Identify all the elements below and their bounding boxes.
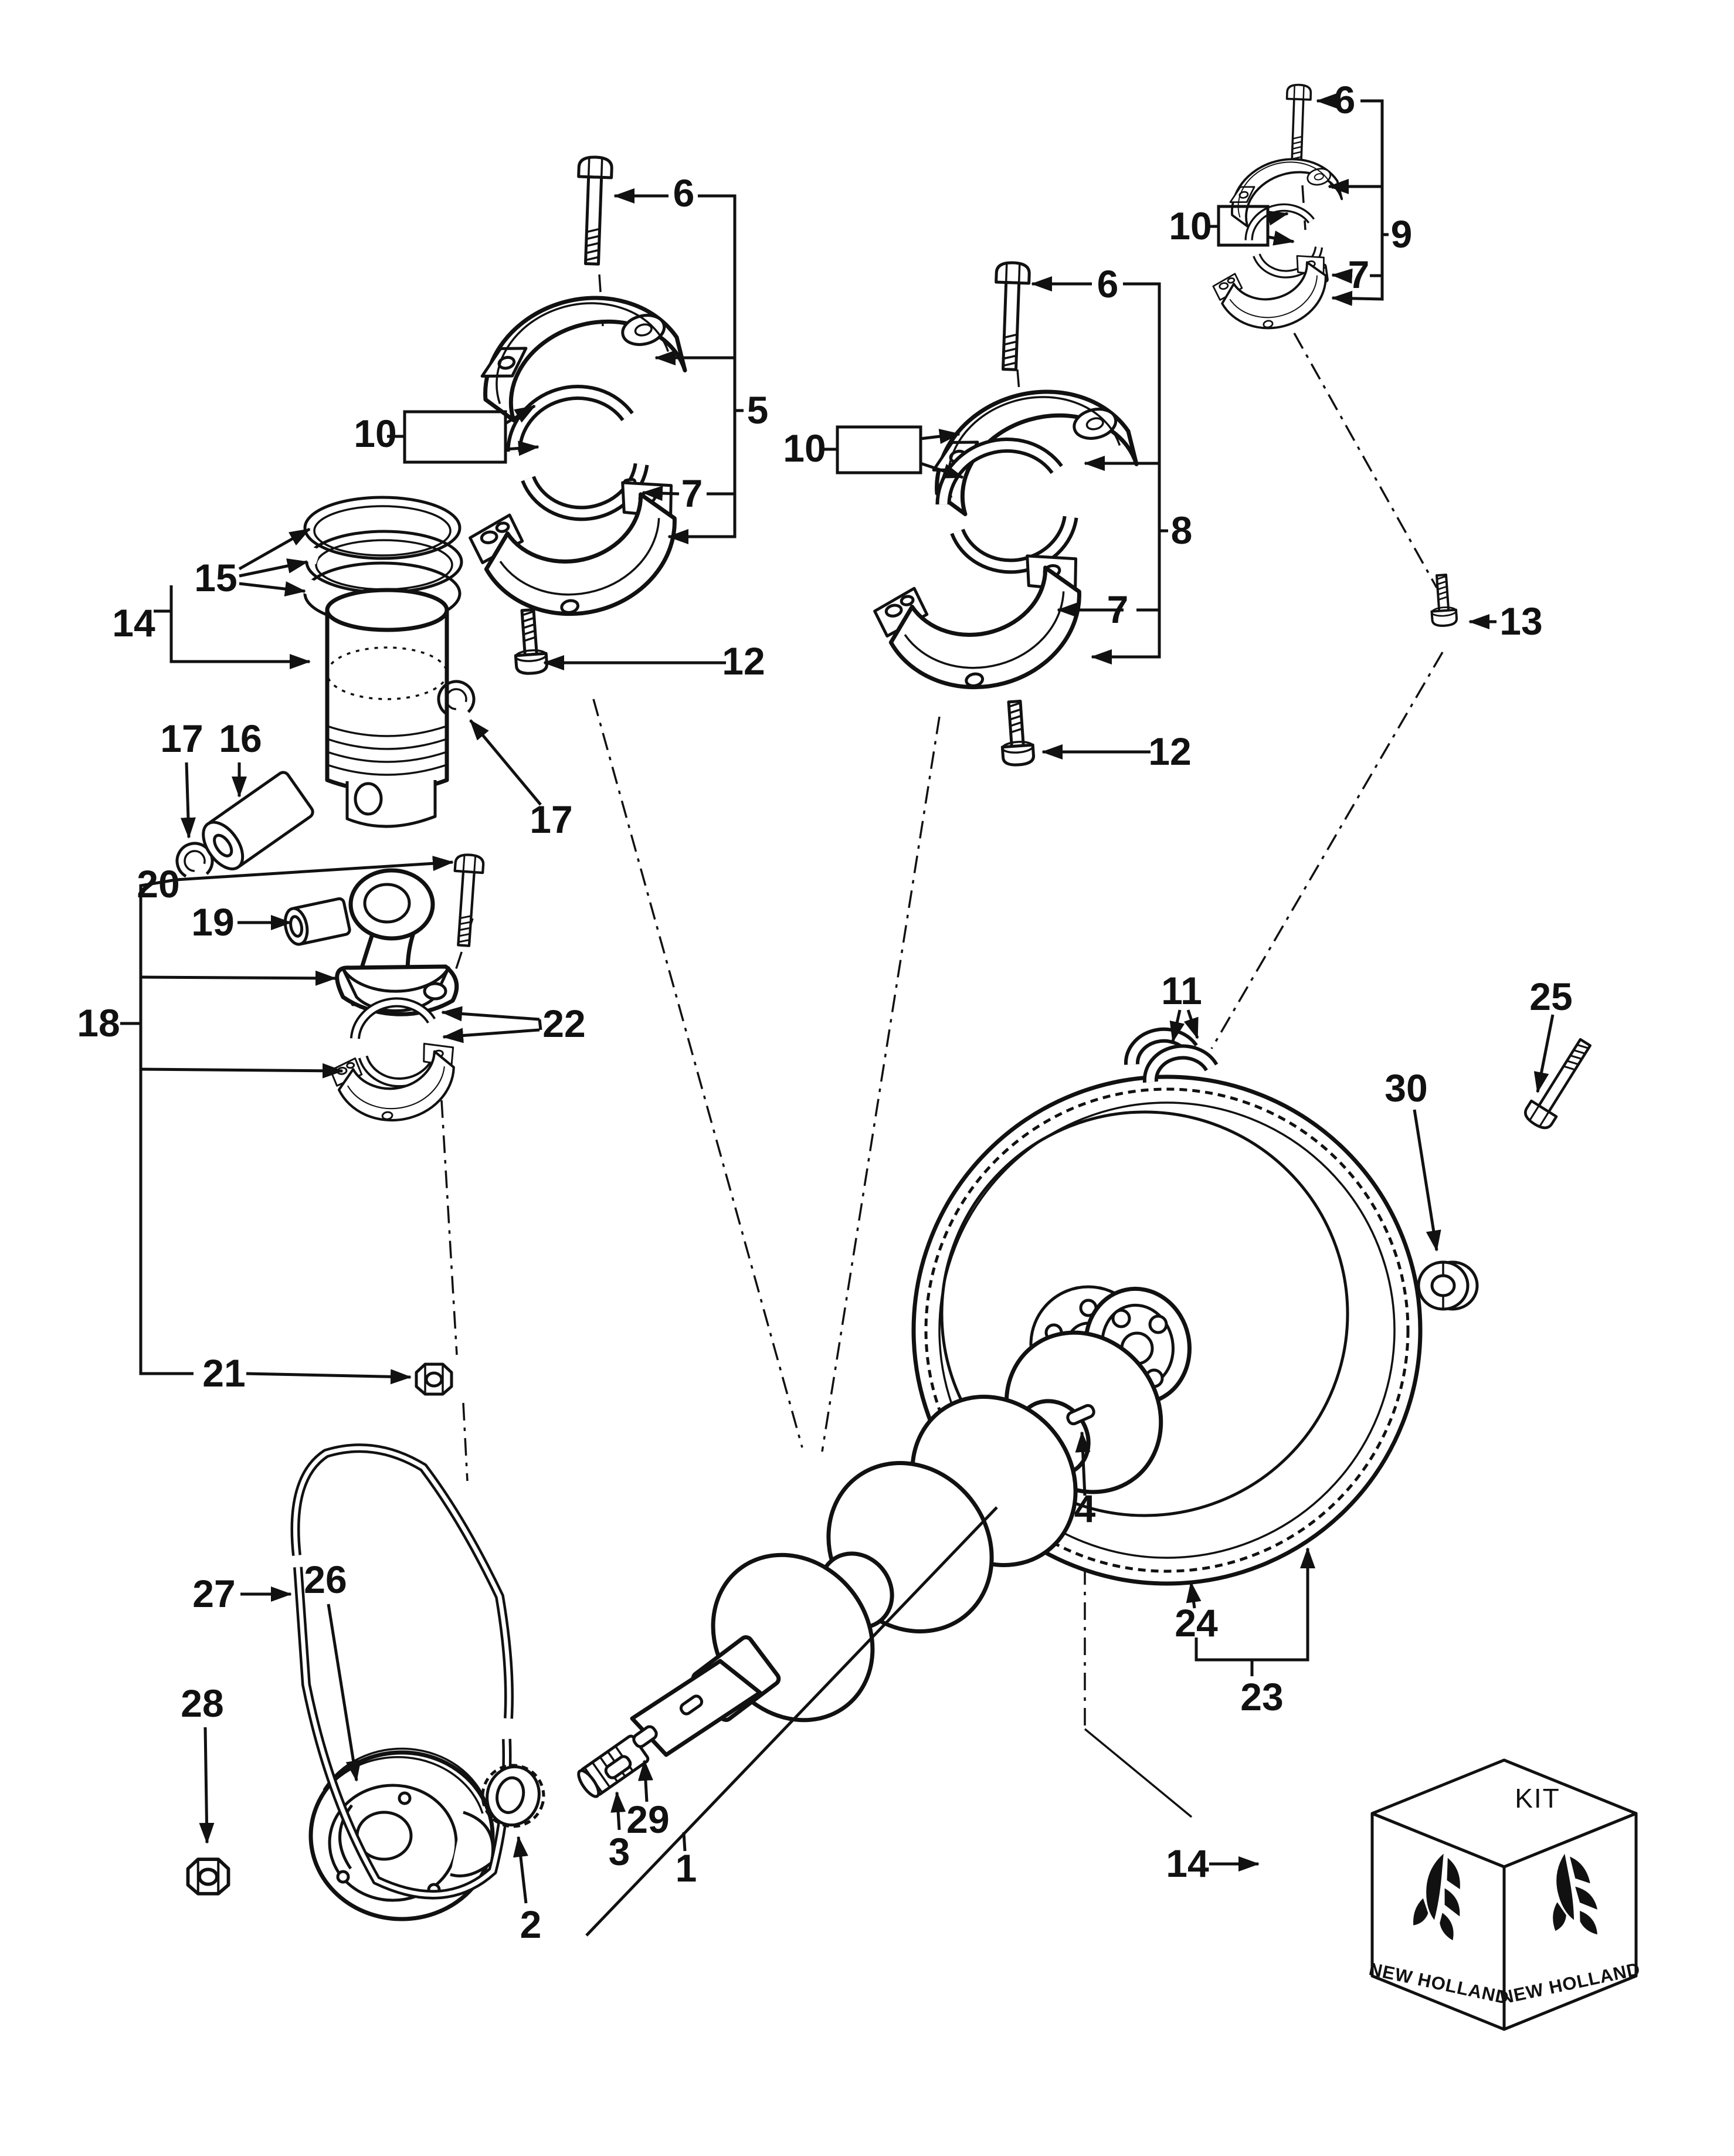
callout-25: 25 xyxy=(1529,975,1572,1018)
callout-7-rear: 7 xyxy=(1348,253,1370,296)
callout-14: 14 xyxy=(112,601,155,645)
callout-10-rear: 10 xyxy=(1169,204,1212,248)
callout-9: 9 xyxy=(1391,212,1413,256)
kit-top-label: KIT xyxy=(1515,1783,1560,1813)
key-4 xyxy=(1066,1404,1095,1426)
piston-group xyxy=(171,496,480,885)
callout-22: 22 xyxy=(542,1002,585,1045)
callout-6-front: 6 xyxy=(673,171,695,215)
main-bearing-assembly-rear xyxy=(1209,83,1457,626)
callout-4: 4 xyxy=(1074,1487,1096,1530)
piston xyxy=(325,588,449,828)
construction-lines xyxy=(440,185,1444,1818)
piston-pin xyxy=(202,771,314,870)
pulley-nut xyxy=(188,1859,229,1894)
new-holland-leaf-logo-right xyxy=(1553,1853,1598,1935)
main-bearing-assembly-center xyxy=(870,262,1138,766)
connecting-rod-group xyxy=(283,854,484,1394)
connecting-rod xyxy=(335,868,459,1016)
small-end-bushing xyxy=(283,897,351,946)
callout-27: 27 xyxy=(192,1572,235,1615)
callout-29: 29 xyxy=(626,1798,669,1841)
callout-13: 13 xyxy=(1499,599,1542,643)
callout-7-center: 7 xyxy=(1107,588,1129,631)
fan-belt xyxy=(290,1443,514,1900)
callout-18: 18 xyxy=(77,1001,120,1045)
callout-11: 11 xyxy=(1161,969,1202,1012)
front-drive-group xyxy=(188,1443,545,1921)
callout-21: 21 xyxy=(202,1351,245,1395)
callout-17-left: 17 xyxy=(160,717,203,760)
callout-labels: 6 5 10 7 12 6 10 8 7 12 6 10 9 7 13 15 1… xyxy=(77,78,1572,1946)
callout-19: 19 xyxy=(191,900,234,944)
kit-box: NEW HOLLAND NEW HOLLAND KIT xyxy=(1367,1758,1643,2031)
callout-10-front: 10 xyxy=(354,412,396,455)
callout-28: 28 xyxy=(181,1682,223,1725)
callout-23: 23 xyxy=(1240,1675,1283,1718)
callout-3: 3 xyxy=(609,1830,630,1873)
callout-10-center: 10 xyxy=(783,426,826,470)
callout-17-right: 17 xyxy=(530,798,572,841)
pin-29 xyxy=(632,1725,658,1748)
callout-5: 5 xyxy=(747,388,769,432)
callout-15: 15 xyxy=(194,556,237,599)
callout-6-center: 6 xyxy=(1097,262,1119,306)
callout-1: 1 xyxy=(676,1846,697,1890)
callout-6-rear: 6 xyxy=(1334,78,1356,121)
flywheel-bolt xyxy=(1522,1035,1598,1132)
crank-pulley xyxy=(308,1747,495,1921)
callout-30: 30 xyxy=(1385,1066,1427,1110)
crank-gear xyxy=(481,1764,545,1828)
rod-bolt xyxy=(450,854,484,947)
callout-12-center: 12 xyxy=(1148,730,1191,773)
callout-20: 20 xyxy=(137,862,179,906)
callout-8: 8 xyxy=(1171,509,1193,552)
new-holland-leaf-logo-left xyxy=(1413,1853,1460,1941)
callout-12-front: 12 xyxy=(722,639,765,683)
leader-lines xyxy=(120,93,1555,1937)
callout-24: 24 xyxy=(1175,1601,1218,1645)
callout-14-kit: 14 xyxy=(1166,1842,1209,1885)
rod-nut xyxy=(416,1364,452,1394)
main-bearing-assembly-front xyxy=(466,157,694,674)
key-3 xyxy=(604,1755,632,1779)
callout-2: 2 xyxy=(520,1903,542,1946)
callout-16: 16 xyxy=(219,717,262,760)
pilot-washer xyxy=(1417,1260,1479,1311)
callout-7-front: 7 xyxy=(681,472,703,515)
callout-26: 26 xyxy=(304,1558,347,1601)
